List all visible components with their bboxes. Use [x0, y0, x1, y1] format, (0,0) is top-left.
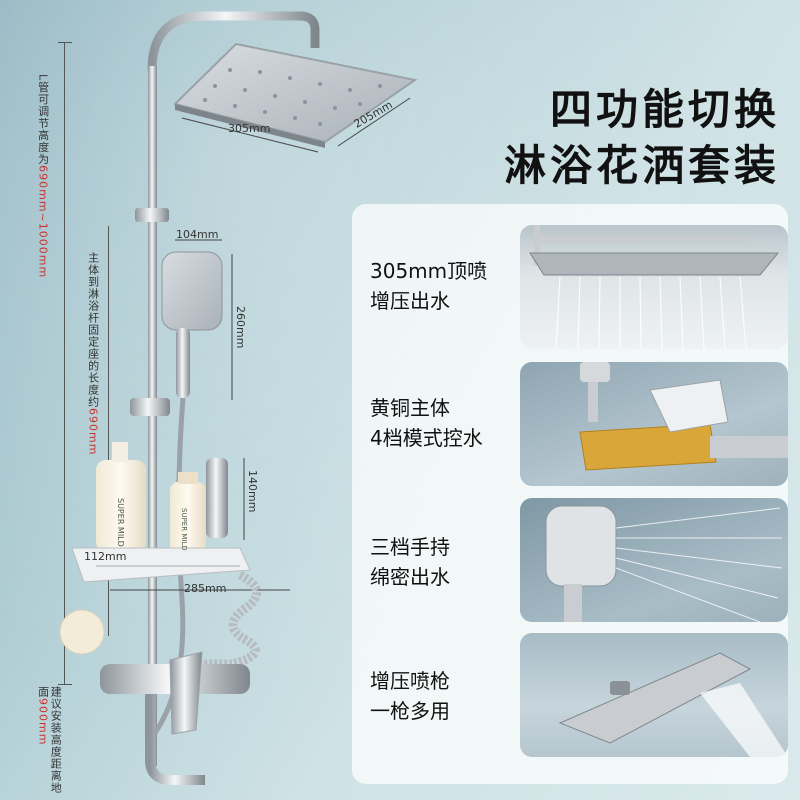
hand-shower-head: [161, 251, 223, 331]
feature-1-text: 305mm顶喷增压出水: [370, 259, 488, 313]
shelf-depth-label: 112mm: [84, 550, 127, 563]
spout: [145, 694, 205, 785]
hand-shower-holder: [130, 398, 170, 416]
dimension-tick: [58, 684, 72, 685]
pipe-adjust-note: L管可调节高度为690mm~1000mm: [36, 74, 50, 279]
dimension-tick: [58, 42, 72, 43]
hand-shower-handle: [176, 328, 190, 398]
head-shower: [173, 42, 418, 144]
hand-width-label: 104mm: [176, 228, 219, 241]
bottle-left: [96, 460, 146, 552]
bottle-pump: [112, 442, 128, 462]
feature-1-image-rain-head: [520, 225, 788, 349]
spray-gun-length-label: 140mm: [246, 470, 259, 513]
title-line-1: 四功能切换: [549, 85, 780, 134]
bottle-right-label: SUPER MILD: [180, 508, 188, 551]
install-height-note: 建议安装高度距离地面900mm: [36, 686, 63, 794]
bottle-right: [170, 482, 206, 554]
top-arm-pipe: [147, 11, 320, 71]
feature-4-text: 增压喷枪一枪多用: [370, 669, 450, 723]
head-shower-nozzles: [203, 68, 382, 126]
shelf-width-label: 285mm: [184, 582, 227, 595]
body-length-dimension-line: [108, 226, 109, 636]
mixer-handle: [169, 651, 203, 735]
upper-holder: [135, 208, 169, 222]
feature-2-image-brass-mixer: [520, 362, 788, 486]
bottle-left-label: SUPER MILD: [116, 498, 125, 547]
bath-sponge: [59, 609, 105, 655]
hose: [148, 397, 186, 742]
title-line-2: 淋浴花洒套装: [503, 141, 780, 190]
feature-3-image-hand-shower: [520, 498, 788, 622]
head-shower-edge: [175, 104, 325, 148]
head-width-label: 305mm: [228, 122, 271, 135]
spray-gun: [206, 458, 228, 538]
feature-4-image-spray-gun: [520, 633, 788, 757]
pipe-height-dimension-line: [64, 42, 65, 684]
hand-length-label: 260mm: [234, 306, 247, 349]
feature-3-text: 三档手持绵密出水: [370, 535, 450, 589]
body-to-seat-note: 主体到淋浴杆固定座的长度约690mm: [86, 252, 100, 456]
